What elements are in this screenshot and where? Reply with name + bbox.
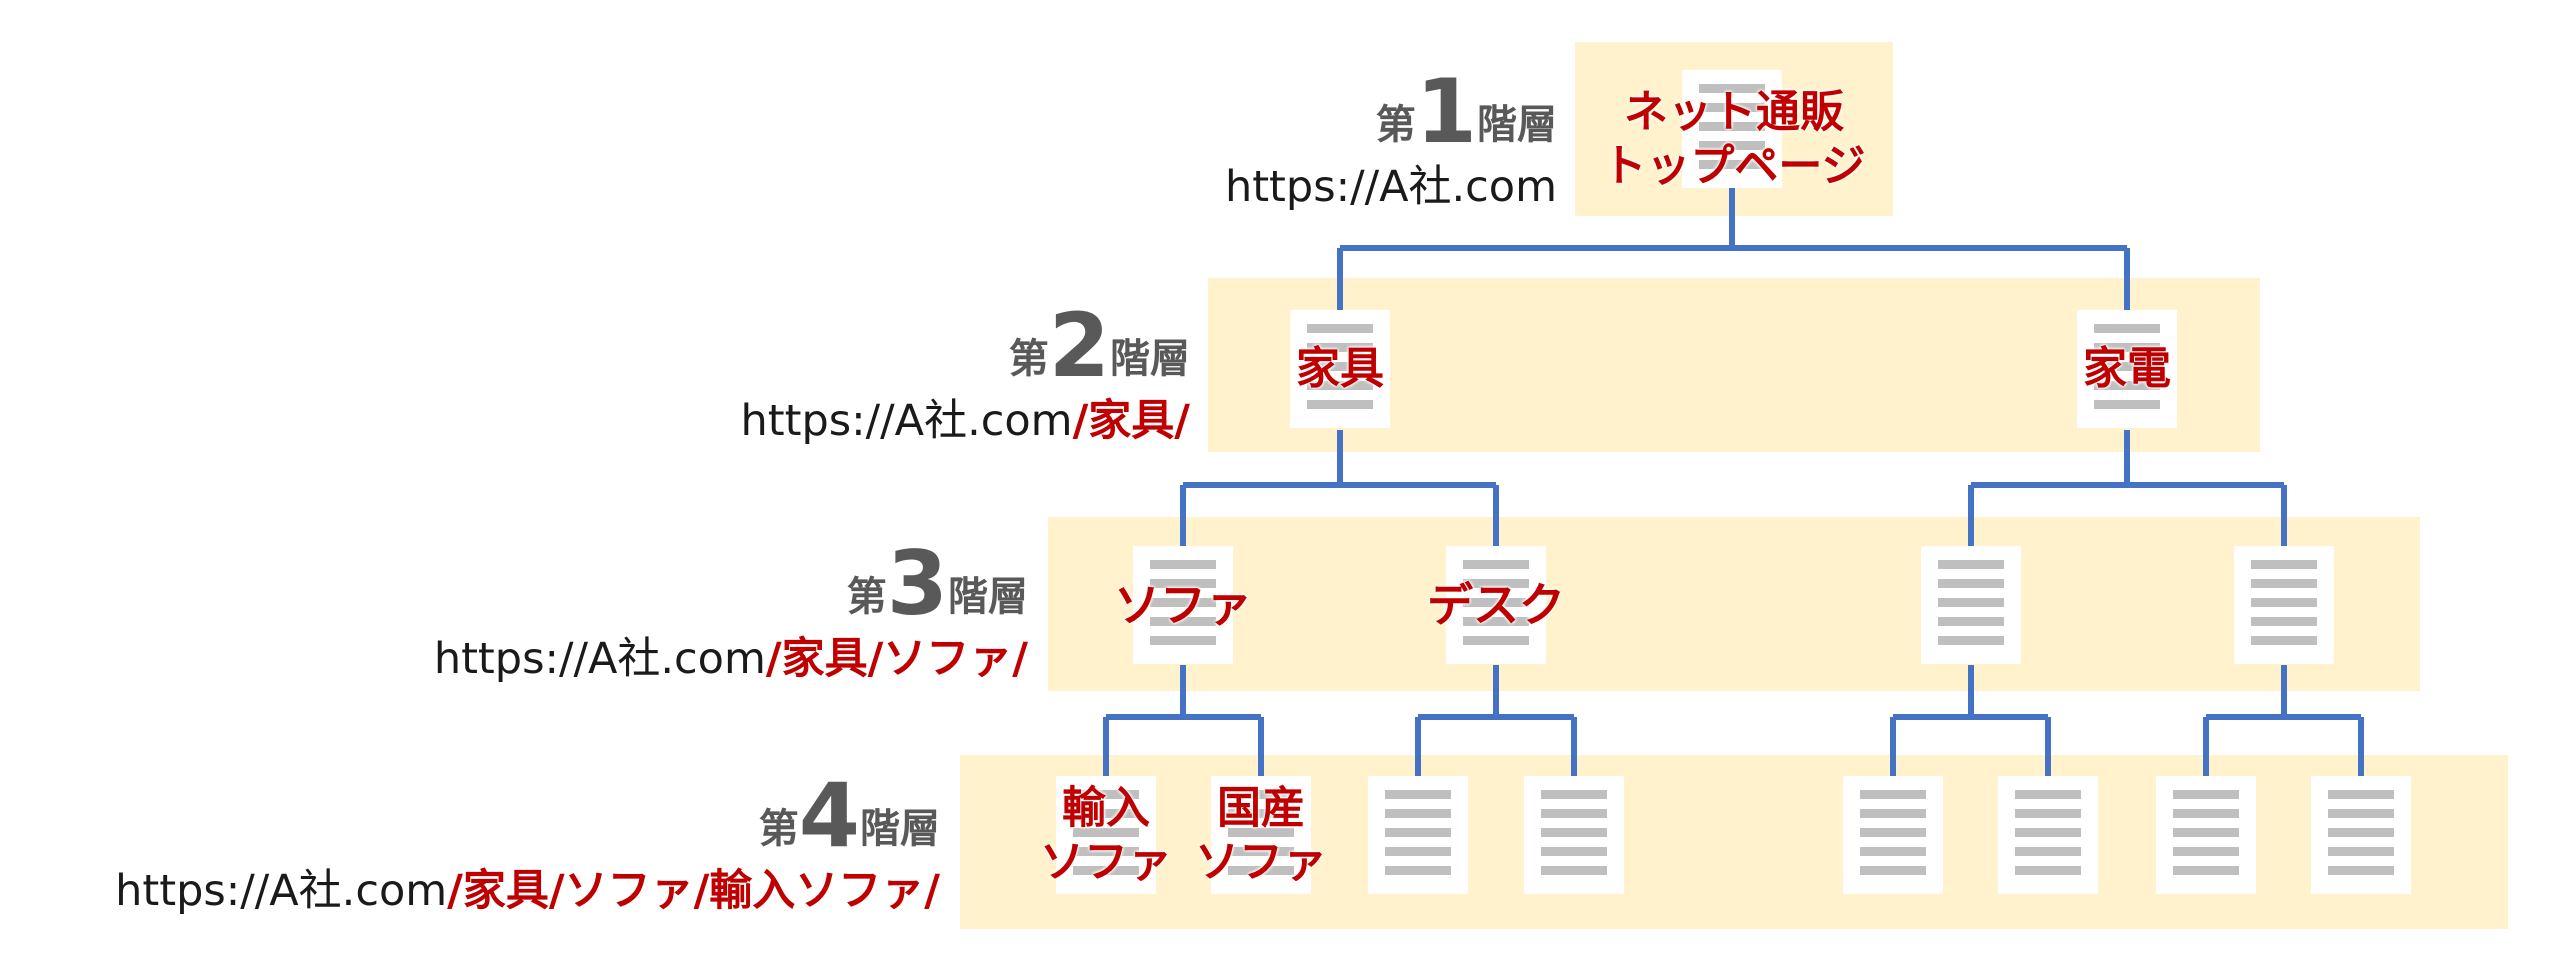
url-base: https://A社.com [1224,162,1557,212]
level-number: 2 [1048,294,1110,397]
electronics-doc-icon: 家電 [2077,310,2177,428]
document-icon [1228,790,1294,880]
document-icon [2015,790,2081,880]
document-icon [2251,560,2317,650]
level-prefix: 第 [758,806,799,852]
connector-furniture-l3 [1180,430,1499,548]
level-prefix: 第 [846,574,887,620]
top-page-line-2: トップページ [1602,140,1866,191]
electronics-node-label: 家電 [2083,343,2171,395]
document-icon [1699,84,1765,174]
desk-child-1-doc-icon [1368,776,1468,894]
level-number: 4 [798,764,860,867]
imported-sofa-line-2: ソファ [1040,836,1172,887]
level-number: 3 [886,532,948,635]
imported-sofa-line-1: 輸入 [1062,782,1150,834]
level-3-url: https://A社.com/家具/ソファ/ [434,638,1028,681]
connector-electronics-l3 [1968,430,2287,548]
level-1-title: 第1階層 [1225,68,1557,156]
level-suffix: 階層 [1110,336,1190,382]
imported-sofa-doc-icon: 輸入 ソファ [1040,776,1172,894]
connector-desk-l4 [1415,665,1577,776]
desk-child-2-doc-icon [1524,776,1624,894]
sofa-node-label: ソファ [1114,577,1252,632]
document-icon [1307,324,1373,414]
desk-node-label: デスク [1427,577,1565,632]
level-4-title: 第4階層 [115,772,940,860]
imported-sofa-node-label: 輸入 ソファ [1040,781,1172,888]
document-icon [1073,790,1139,880]
sofa-doc-icon: ソファ [1114,546,1252,664]
document-icon [1541,790,1607,880]
top-page-doc-icon [1682,70,1782,188]
url-path: /家具/ソファ/輸入ソファ/ [447,866,940,916]
connector-l1-l2 [1337,180,2130,310]
desk-doc-icon: デスク [1427,546,1565,664]
domestic-sofa-node-label: 国産 ソファ [1195,781,1327,888]
level-1-label: 第1階層 https://A社.com [1225,68,1557,209]
document-icon [1150,560,1216,650]
level-3-label: 第3階層 https://A社.com/家具/ソファ/ [434,540,1028,681]
level-2-title: 第2階層 [741,302,1190,390]
url-path: /家具/ [1072,396,1190,446]
electronics-child-2-doc-icon [2234,546,2334,664]
level-number: 1 [1415,60,1477,163]
level-4-url: https://A社.com/家具/ソファ/輸入ソファ/ [115,870,940,913]
document-icon [1938,560,2004,650]
top-page-line-1: ネット通販 [1624,86,1844,138]
url-base: https://A社.com [115,866,448,916]
url-base: https://A社.com [433,634,766,684]
level-4-label: 第4階層 https://A社.com/家具/ソファ/輸入ソファ/ [115,772,940,913]
level-2-label: 第2階層 https://A社.com/家具/ [741,302,1190,443]
level-suffix: 階層 [1477,102,1557,148]
top-page-node-label: ネット通販 トップページ [1602,85,1865,192]
domestic-sofa-line-2: ソファ [1195,836,1327,887]
furniture-doc-icon: 家具 [1290,310,1390,428]
furniture-node-label: 家具 [1296,343,1384,395]
level-prefix: 第 [1375,102,1416,148]
document-icon [2094,324,2160,414]
level-prefix: 第 [1008,336,1049,382]
connector-l3d-l4 [2203,665,2364,776]
l4-doc-icon-5 [1843,776,1943,894]
l4-doc-icon-7 [2156,776,2256,894]
level-2-url: https://A社.com/家具/ [741,400,1190,443]
document-icon [1385,790,1451,880]
level-3-title: 第3階層 [434,540,1028,628]
document-icon [2173,790,2239,880]
document-icon [2328,790,2394,880]
domestic-sofa-doc-icon: 国産 ソファ [1195,776,1327,894]
level-3-band [1048,517,2420,691]
l4-doc-icon-6 [1998,776,2098,894]
document-icon [1463,560,1529,650]
level-suffix: 階層 [860,806,940,852]
level-suffix: 階層 [948,574,1028,620]
connector-l3c-l4 [1890,665,2051,776]
level-1-url: https://A社.com [1225,166,1557,209]
document-icon [1860,790,1926,880]
url-path: /家具/ソファ/ [765,634,1028,684]
electronics-child-1-doc-icon [1921,546,2021,664]
domestic-sofa-line-1: 国産 [1217,782,1305,834]
url-base: https://A社.com [740,396,1073,446]
l4-doc-icon-8 [2311,776,2411,894]
connector-sofa-l4 [1103,665,1264,776]
